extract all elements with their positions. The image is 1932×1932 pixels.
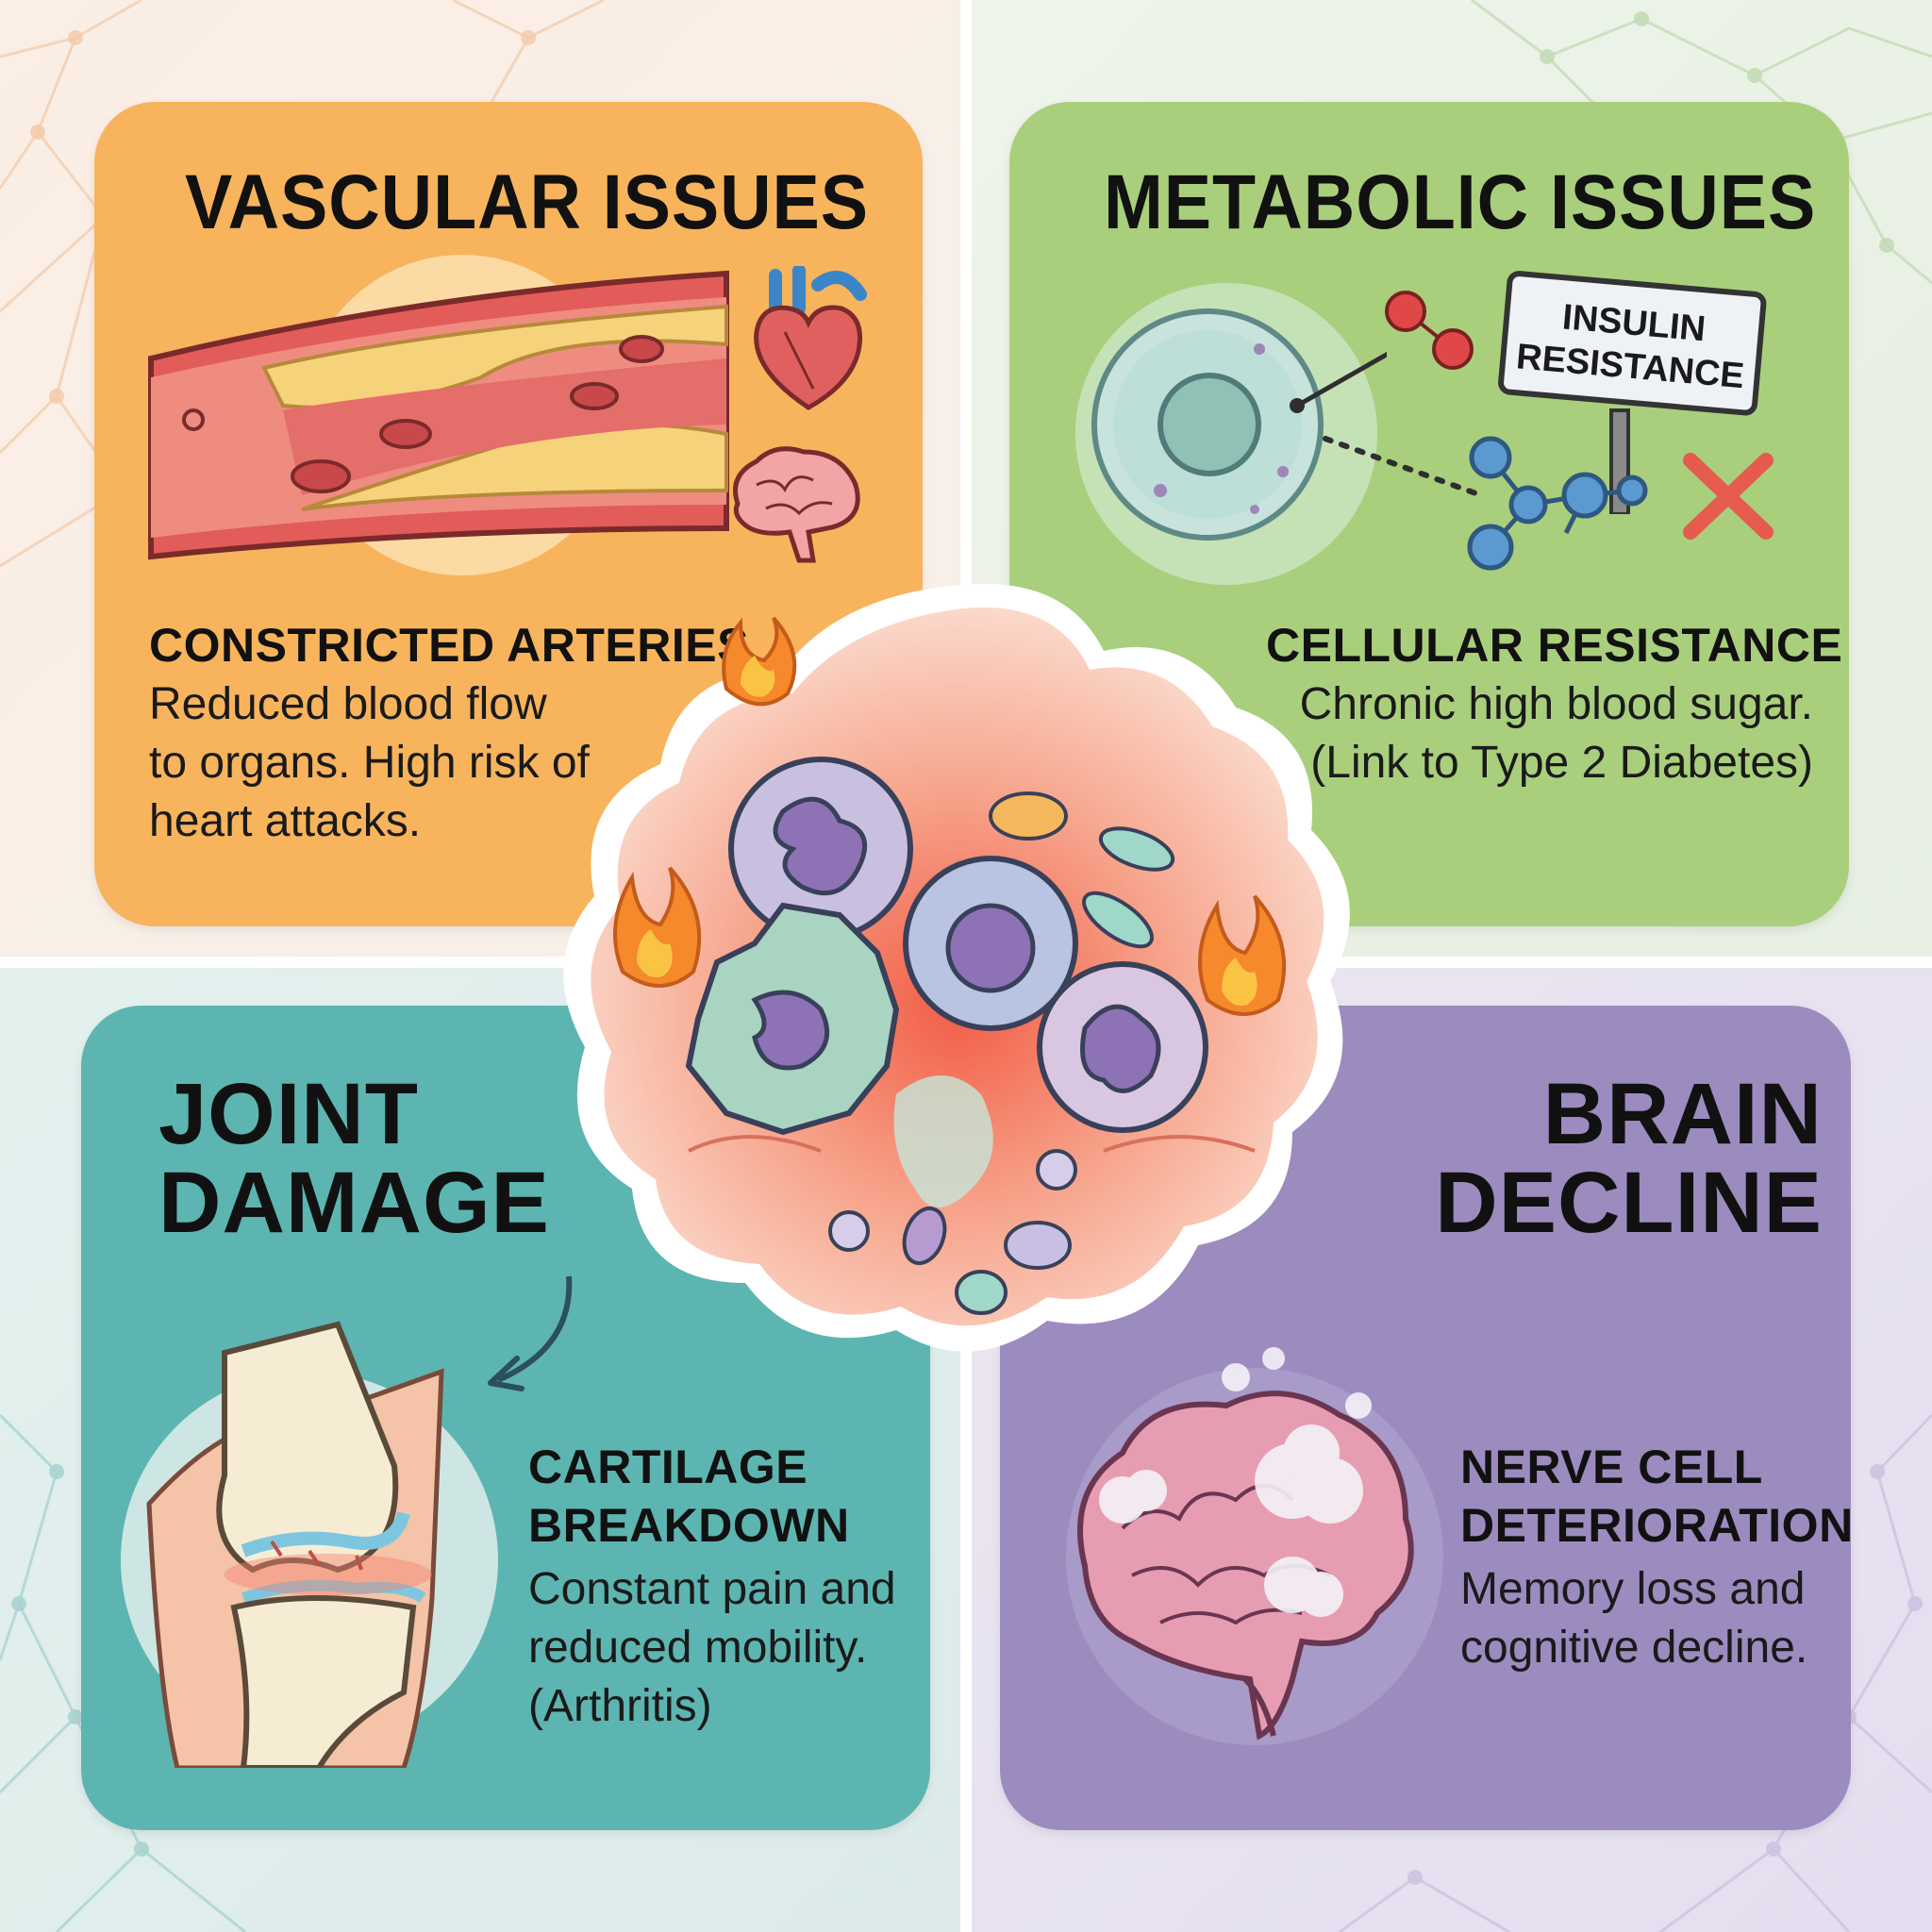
metabolic-title: METABOLIC ISSUES: [1104, 159, 1817, 245]
vascular-subtitle: CONSTRICTED ARTERIES: [149, 619, 749, 672]
molecule-icon: [1467, 436, 1648, 571]
flame-icon: [722, 616, 797, 707]
brain-subtitle: NERVE CELL DETERIORATION: [1460, 1441, 1854, 1552]
joint-title: JOINT DAMAGE: [158, 1066, 550, 1251]
vascular-description: Reduced blood flow to organs. High risk …: [149, 679, 590, 846]
metabolic-description: Chronic high blood sugar. (Link to Type …: [1299, 679, 1813, 788]
joint-description: Constant pain and reduced mobility. (Art…: [528, 1564, 896, 1731]
glucose-molecules: [1385, 291, 1474, 370]
brain-title: BRAIN DECLINE: [1435, 1066, 1823, 1251]
arrow-icon: [488, 1275, 573, 1391]
artery-plaque-icon: [148, 255, 729, 575]
heart-icon: [754, 266, 867, 410]
immune-cell-icon: [728, 757, 913, 941]
dotted-line: [1323, 436, 1484, 498]
vascular-title: VASCULAR ISSUES: [185, 159, 870, 245]
knee-joint-icon: [121, 1321, 498, 1768]
cross-icon: [1683, 453, 1774, 540]
brain-icon: [733, 446, 860, 563]
joint-subtitle: CARTILAGE BREAKDOWN: [528, 1441, 850, 1552]
cell-icon: [1075, 283, 1387, 585]
brain-fog-icon: [1066, 1347, 1443, 1745]
inflammation-cluster-icon: [563, 583, 1350, 1352]
brain-description: Memory loss and cognitive decline.: [1460, 1564, 1808, 1673]
insulin-sign: INSULIN RESISTANCE: [1498, 271, 1767, 514]
metabolic-subtitle: CELLULAR RESISTANCE: [1266, 619, 1843, 672]
